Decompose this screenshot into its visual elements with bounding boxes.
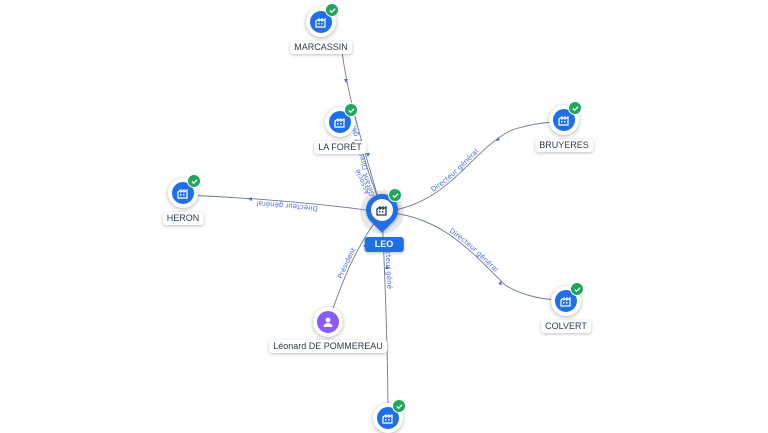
verified-check-icon <box>344 103 358 117</box>
arrow-marker <box>344 79 348 83</box>
building-icon <box>371 199 393 221</box>
node-colvert[interactable] <box>551 282 584 316</box>
building-icon <box>310 11 332 33</box>
edge-label-leonard: Président <box>336 246 357 280</box>
person-icon <box>317 311 339 333</box>
edge-arrows <box>248 79 502 285</box>
arrow-marker <box>248 197 252 201</box>
arrow-marker <box>366 153 370 157</box>
edge-leo-colvert <box>381 211 566 301</box>
node-bruyeres[interactable] <box>549 101 582 135</box>
node-label-la-foret[interactable]: LA FORÊT <box>314 141 366 154</box>
node-label-colvert[interactable]: COLVERT <box>541 320 591 333</box>
node-la-foret[interactable] <box>325 103 358 137</box>
edge-label-colvert: Directeur général <box>448 227 500 274</box>
node-label-leo[interactable]: LEO <box>364 237 404 252</box>
node-bottom[interactable] <box>373 399 406 433</box>
building-icon <box>555 290 577 312</box>
verified-check-icon <box>392 399 406 413</box>
node-label-marcassin[interactable]: MARCASSIN <box>290 41 352 54</box>
verified-check-icon <box>570 282 584 296</box>
edge-label-bruyeres: Directeur général <box>430 147 481 193</box>
arrow-marker <box>496 137 500 141</box>
node-label-heron[interactable]: HERON <box>162 212 204 225</box>
building-icon <box>377 407 399 429</box>
node-leo[interactable] <box>359 187 405 234</box>
verified-check-icon <box>187 174 201 188</box>
edge-label-bottom: Directeur géné <box>383 236 393 289</box>
verified-check-icon <box>388 188 402 202</box>
node-label-bruyeres[interactable]: BRUYERES <box>535 139 593 152</box>
node-heron[interactable] <box>168 174 201 208</box>
verified-check-icon <box>325 3 339 17</box>
building-icon <box>172 182 194 204</box>
arrow-marker <box>385 265 389 269</box>
edge-leo-bruyeres <box>381 121 561 213</box>
verified-check-icon <box>568 101 582 115</box>
building-icon <box>553 109 575 131</box>
node-leonard[interactable] <box>313 307 343 337</box>
node-label-leonard[interactable]: Léonard DE POMMEREAU <box>269 340 387 353</box>
arrow-marker <box>498 281 502 285</box>
node-marcassin[interactable] <box>306 3 339 37</box>
building-icon <box>329 111 351 133</box>
